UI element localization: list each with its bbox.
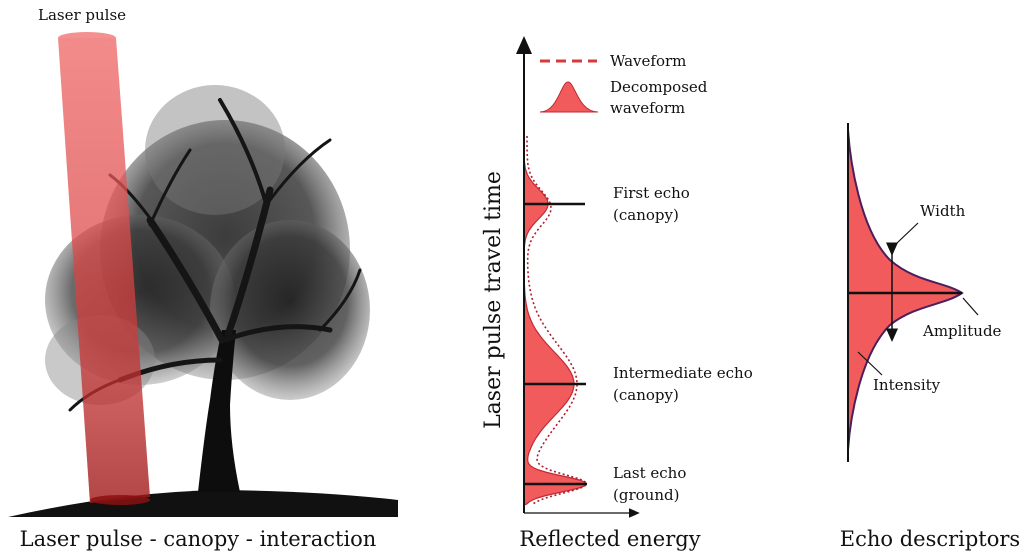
y-axis-label: Laser pulse travel time	[481, 171, 506, 429]
width-label: Width	[920, 202, 966, 220]
right-panel-caption: Echo descriptors	[840, 527, 1020, 551]
waveform-curve	[526, 136, 588, 505]
tree-illustration	[8, 85, 398, 517]
intermediate-echo-sublabel: (canopy)	[613, 386, 679, 404]
first-echo-sublabel: (canopy)	[613, 206, 679, 224]
intermediate-echo-label: Intermediate echo	[613, 364, 753, 382]
laser-beam	[58, 32, 150, 505]
legend-decomposed-swatch	[539, 81, 599, 113]
intensity-pointer	[857, 351, 883, 376]
legend-decomposed-label-line1: Decomposed	[610, 78, 708, 96]
laser-pulse-label: Laser pulse	[38, 6, 126, 24]
echo-labels: First echo (canopy) Intermediate echo (c…	[613, 184, 753, 504]
width-pointer	[896, 222, 919, 244]
waveform-plot	[516, 36, 640, 518]
legend: Waveform Decomposed waveform	[539, 52, 708, 117]
first-echo-label: First echo	[613, 184, 690, 202]
amplitude-pointer	[962, 297, 979, 316]
legend-decomposed-label-line2: waveform	[610, 99, 685, 117]
echo-gaussian-area	[847, 129, 964, 451]
legend-waveform-label: Waveform	[610, 52, 686, 70]
x-axis-label: Reflected energy	[519, 527, 700, 551]
echo-descriptor-diagram	[847, 123, 979, 462]
last-echo-sublabel: (ground)	[613, 486, 679, 504]
intensity-label: Intensity	[873, 376, 941, 394]
last-echo-label: Last echo	[613, 464, 686, 482]
amplitude-label: Amplitude	[922, 322, 1002, 340]
decomposed-waveform-area	[523, 130, 588, 506]
left-panel-caption: Laser pulse - canopy - interaction	[20, 527, 377, 551]
